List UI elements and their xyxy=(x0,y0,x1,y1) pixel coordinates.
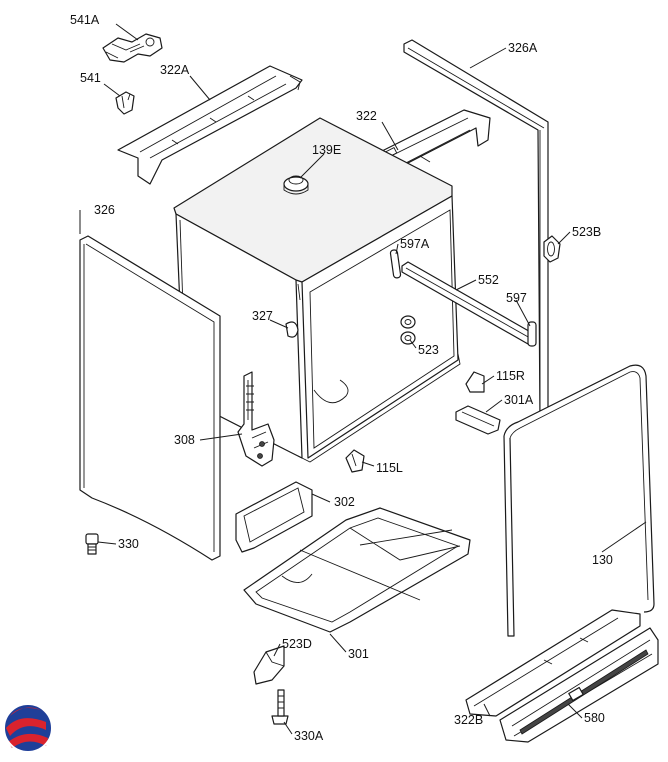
callout-326a: 326A xyxy=(508,41,538,55)
callout-597: 597 xyxy=(506,291,527,305)
part-597 xyxy=(527,321,537,347)
callout-541: 541 xyxy=(80,71,101,85)
callout-301: 301 xyxy=(348,647,369,661)
part-139e xyxy=(283,175,309,195)
callout-115l: 115L xyxy=(376,461,403,475)
callout-115r: 115R xyxy=(496,369,525,383)
part-330a xyxy=(271,689,289,725)
callout-580: 580 xyxy=(584,711,605,725)
leader-lines xyxy=(79,23,647,735)
part-580 xyxy=(499,627,659,743)
part-523d xyxy=(253,645,285,685)
part-322b xyxy=(465,609,641,717)
part-597a xyxy=(389,249,402,279)
part-330 xyxy=(85,533,99,555)
callout-302: 302 xyxy=(334,495,355,509)
part-541 xyxy=(115,91,135,115)
part-302 xyxy=(235,481,313,553)
part-301a xyxy=(455,405,501,435)
part-301 xyxy=(243,507,471,633)
callout-322b: 322B xyxy=(454,713,483,727)
callout-327: 327 xyxy=(252,309,273,323)
part-327 xyxy=(285,321,299,338)
callout-308: 308 xyxy=(174,433,195,447)
callout-130: 130 xyxy=(592,553,613,567)
callout-labels: 541A 541 322A 326A 322 139E 326 523B 597… xyxy=(70,13,613,743)
callout-139e: 139E xyxy=(312,143,341,157)
part-130 xyxy=(503,364,655,637)
part-322a xyxy=(117,65,303,185)
callout-523b: 523B xyxy=(572,225,601,239)
callout-326: 326 xyxy=(94,203,115,217)
part-523 xyxy=(400,315,416,345)
callout-541a: 541A xyxy=(70,13,100,27)
callout-330a: 330A xyxy=(294,729,324,743)
callout-552: 552 xyxy=(478,273,499,287)
brand-logo xyxy=(3,703,53,753)
callout-301a: 301A xyxy=(504,393,534,407)
callout-322a: 322A xyxy=(160,63,190,77)
part-326 xyxy=(79,235,221,561)
part-523b xyxy=(543,235,561,263)
part-115l xyxy=(345,449,365,473)
callout-523: 523 xyxy=(418,343,439,357)
callout-330: 330 xyxy=(118,537,139,551)
part-115r xyxy=(465,371,485,393)
callout-597a: 597A xyxy=(400,237,430,251)
callout-523d: 523D xyxy=(282,637,312,651)
part-541a xyxy=(102,33,163,63)
part-308 xyxy=(237,371,275,467)
callout-322: 322 xyxy=(356,109,377,123)
